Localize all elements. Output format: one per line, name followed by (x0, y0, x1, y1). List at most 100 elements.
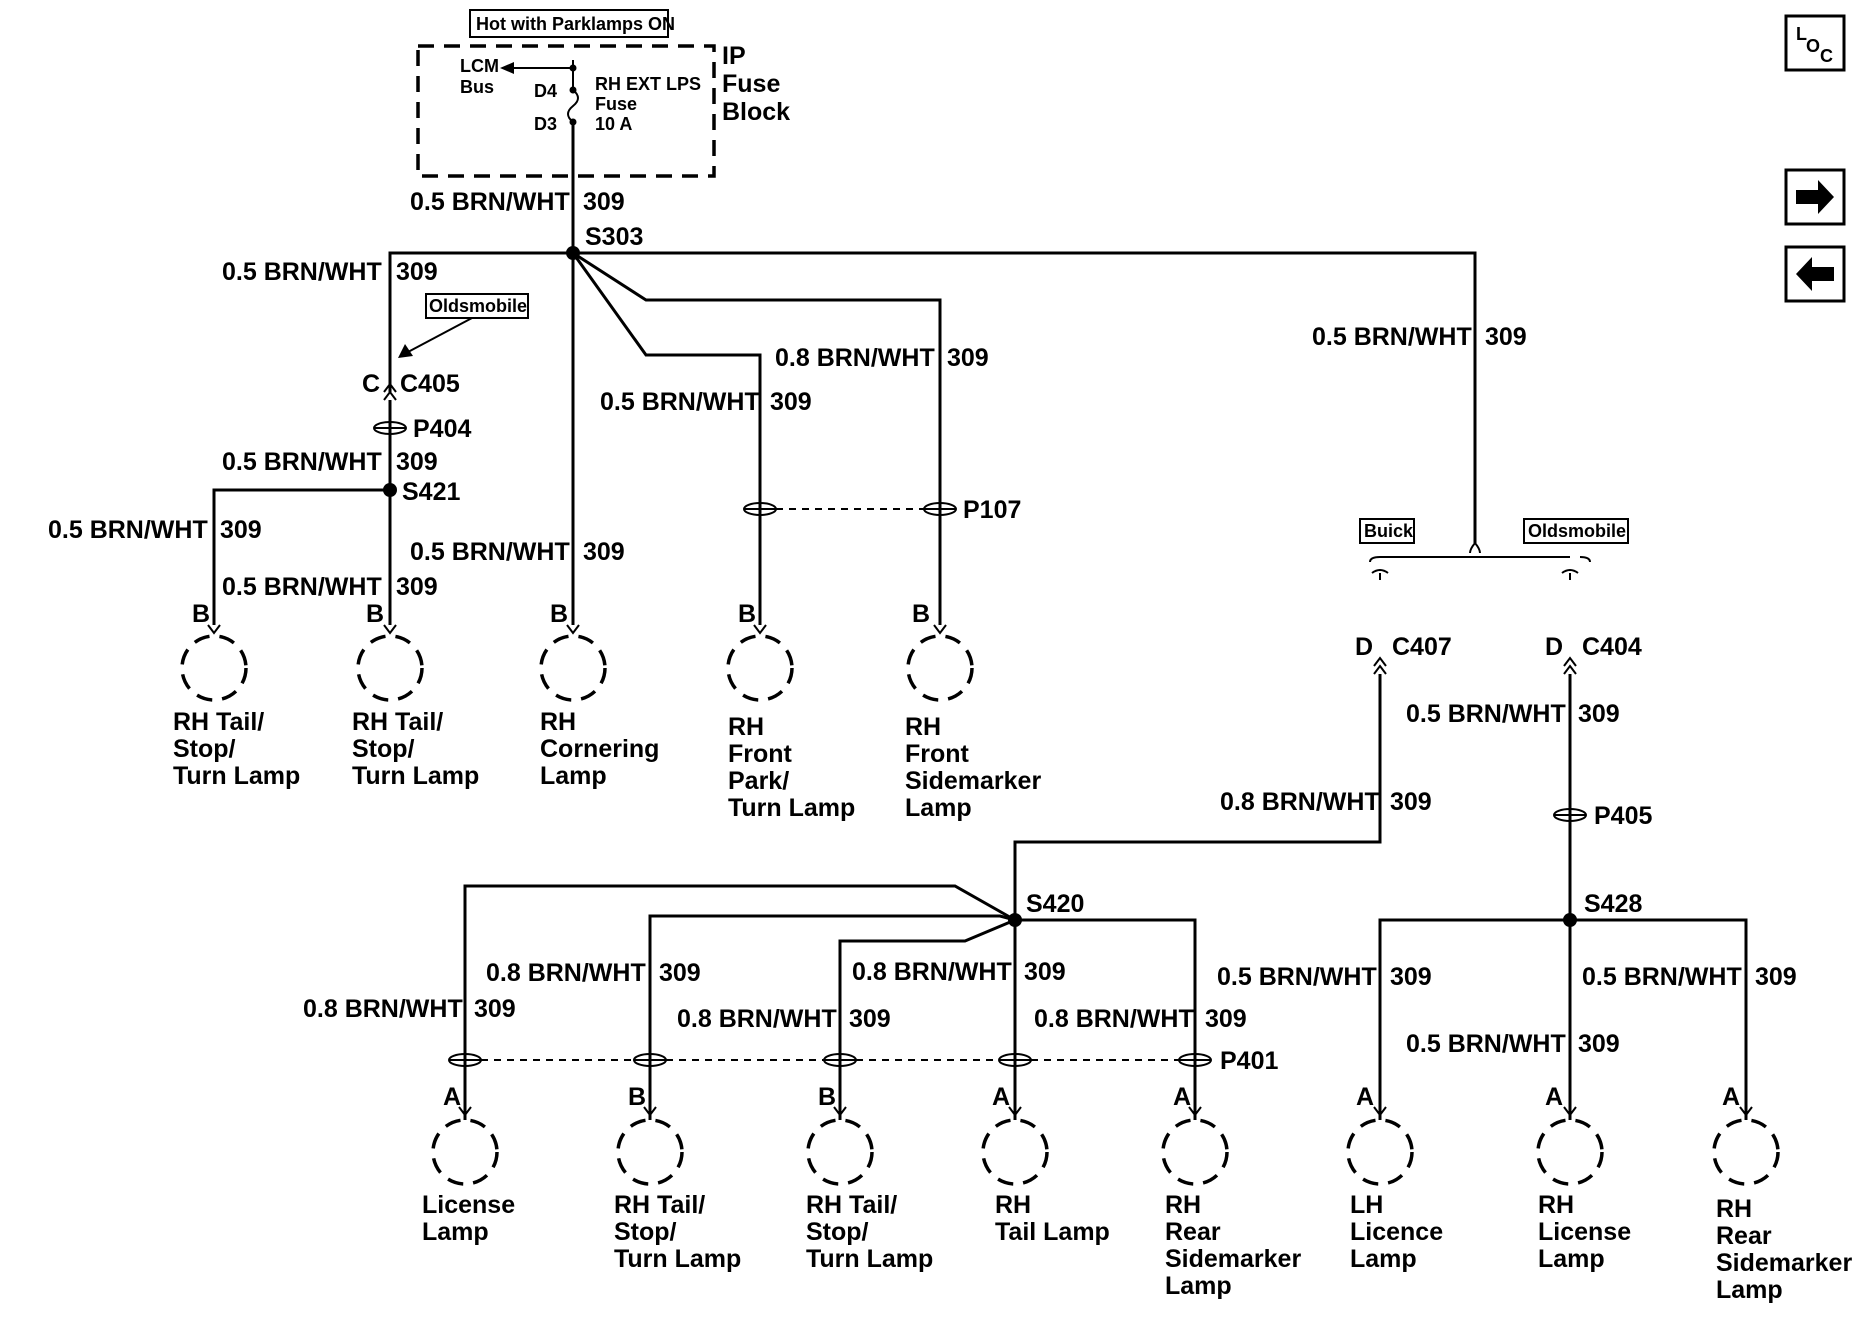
circuit-label-rear-feed: 309 (1485, 323, 1527, 351)
wire-front-park (571, 252, 762, 625)
svg-text:RH Tail/: RH Tail/ (352, 708, 443, 736)
oldsmobile-option-box (425, 293, 529, 319)
c404-connector-icon (1563, 656, 1577, 675)
svg-text:License: License (1538, 1218, 1631, 1246)
svg-text:Stop/: Stop/ (614, 1218, 677, 1246)
p404-connector-icon (373, 421, 407, 435)
splice-s421-label: S421 (402, 478, 460, 506)
buick-option-label: Buick (1364, 521, 1414, 541)
left-arrow-icon (1796, 257, 1834, 291)
fuse-name-1: RH EXT LPS (595, 74, 701, 94)
wire-label-license: 0.8 BRN/WHT (303, 995, 463, 1023)
wire-rear-tail-1 (648, 914, 1016, 1120)
p401-connector-icon (448, 1053, 1212, 1067)
lamp-rh-rear-sidemarker-2: A RH Rear Sidemarker Lamp (1712, 1083, 1852, 1304)
lamp-pin-label: B (818, 1083, 836, 1111)
svg-text:LH: LH (1350, 1191, 1383, 1219)
fuse-block-name-2: Fuse (722, 70, 780, 98)
svg-text:Turn Lamp: Turn Lamp (728, 794, 855, 822)
splice-s428-label: S428 (1584, 890, 1642, 918)
circuit-label-rh-license: 309 (1578, 1030, 1620, 1058)
circuit-label-s421: 309 (396, 448, 438, 476)
lamp-bulb-icon (431, 1118, 499, 1186)
previous-page-button[interactable] (1784, 245, 1846, 303)
svg-text:Turn Lamp: Turn Lamp (173, 762, 300, 790)
wire-label-c407: 0.8 BRN/WHT (1220, 788, 1380, 816)
wire-rear-sidemarker-2 (1570, 918, 1748, 1120)
next-page-button[interactable] (1784, 168, 1846, 226)
lamp-pin-label: B (550, 600, 568, 628)
p107-label: P107 (963, 496, 1021, 524)
lamp-bulb-icon (806, 1118, 874, 1186)
wire-label-tail-2: 0.5 BRN/WHT (222, 573, 382, 601)
lamp-license: A License Lamp (422, 1083, 515, 1246)
svg-text:License: License (422, 1191, 515, 1219)
svg-text:RH: RH (1538, 1191, 1574, 1219)
svg-text:Stop/: Stop/ (806, 1218, 869, 1246)
lamp-rear-rh-tail-stop-turn-2: B RH Tail/ Stop/ Turn Lamp (806, 1083, 933, 1273)
lamp-bulb-icon (539, 634, 607, 702)
c405-pin-label: C (362, 370, 380, 398)
svg-text:Front: Front (728, 740, 793, 768)
fuse-condition-box (469, 9, 669, 38)
lamp-pin-label: B (192, 600, 210, 628)
lamp-rh-front-sidemarker: B RH Front Sidemarker Lamp (905, 600, 1041, 822)
lamp-bulb-icon (981, 1118, 1049, 1186)
oldsmobile-option-label-1: Oldsmobile (429, 296, 527, 316)
wire-label-s421: 0.5 BRN/WHT (222, 448, 382, 476)
lamp-pin-label: A (1545, 1083, 1563, 1111)
svg-text:RH: RH (728, 713, 764, 741)
lamp-pin-label: A (992, 1083, 1010, 1111)
fuse-name-2: Fuse (595, 94, 637, 114)
fuse-symbol-icon (567, 89, 579, 123)
svg-text:Rear: Rear (1716, 1222, 1772, 1250)
lamp-bulb-icon (726, 634, 794, 702)
locator-button[interactable]: L O C (1784, 14, 1846, 72)
loc-letter-c: C (1820, 46, 1833, 66)
oldsmobile-option-label-2: Oldsmobile (1528, 521, 1626, 541)
c407-connector-icon (1373, 656, 1387, 675)
lamp-pin-label: B (366, 600, 384, 628)
svg-text:Turn Lamp: Turn Lamp (806, 1245, 933, 1273)
svg-text:RH: RH (1716, 1195, 1752, 1223)
circuit-label-rh-tail: 309 (1024, 958, 1066, 986)
lamp-pin-label: A (443, 1083, 461, 1111)
fuse-name-3: 10 A (595, 114, 632, 134)
svg-text:Stop/: Stop/ (352, 735, 415, 763)
p401-label: P401 (1220, 1047, 1278, 1075)
svg-text:Turn Lamp: Turn Lamp (614, 1245, 741, 1273)
circuit-label-main: 309 (583, 188, 625, 216)
wire-to-c405 (388, 251, 573, 392)
fuse-block-name-1: IP (722, 42, 746, 70)
svg-text:RH: RH (905, 713, 941, 741)
lamp-rh-tail-stop-turn-1: B RH Tail/ Stop/ Turn Lamp (173, 600, 300, 790)
svg-text:Lamp: Lamp (1165, 1272, 1232, 1300)
wire-label-lh-licence: 0.5 BRN/WHT (1217, 963, 1377, 991)
svg-text:RH Tail/: RH Tail/ (806, 1191, 897, 1219)
c407-pin-label: D (1355, 633, 1373, 661)
wire-label-c405: 0.5 BRN/WHT (222, 258, 382, 286)
lamp-pin-label: B (738, 600, 756, 628)
fuse-block-name-3: Block (722, 98, 790, 126)
lamp-rh-tail-stop-turn-2: B RH Tail/ Stop/ Turn Lamp (352, 600, 479, 790)
wire-lh-licence (1378, 918, 1570, 1120)
lamp-pin-label: A (1722, 1083, 1740, 1111)
svg-text:Rear: Rear (1165, 1218, 1221, 1246)
fuse-block-outline (416, 44, 716, 178)
wire-label-front-park: 0.5 BRN/WHT (600, 388, 760, 416)
svg-text:Cornering: Cornering (540, 735, 659, 763)
svg-text:RH: RH (540, 708, 576, 736)
wire-label-cornering: 0.5 BRN/WHT (410, 538, 570, 566)
lamp-pin-label: A (1356, 1083, 1374, 1111)
lamp-pin-label: B (912, 600, 930, 628)
p405-connector-icon (1553, 808, 1587, 822)
splice-s420-label: S420 (1026, 890, 1084, 918)
p107-connector-icon (743, 502, 957, 516)
circuit-label-rear-tail-1: 309 (659, 959, 701, 987)
c407-label: C407 (1392, 633, 1452, 661)
lamp-bulb-icon (180, 634, 248, 702)
svg-text:RH Tail/: RH Tail/ (614, 1191, 705, 1219)
svg-text:Sidemarker: Sidemarker (1165, 1245, 1301, 1273)
loc-letter-o: O (1806, 36, 1820, 56)
